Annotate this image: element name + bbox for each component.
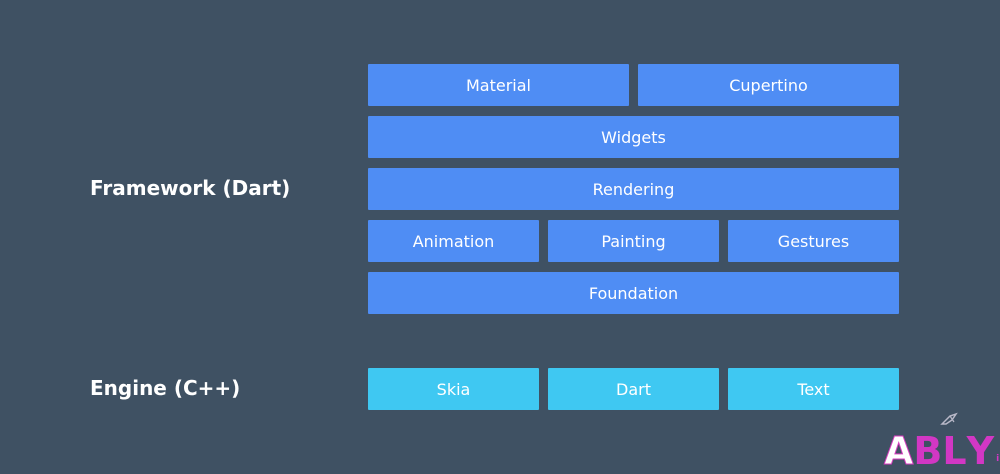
layer-cupertino: Cupertino: [638, 64, 899, 106]
logo-letter-l: L: [942, 429, 967, 473]
layer-foundation: Foundation: [368, 272, 899, 314]
engine-label: Engine (C++): [90, 376, 241, 400]
engine-text: Text: [728, 368, 899, 410]
ably-logo: A B L Y in: [883, 424, 1000, 473]
logo-letter-y: Y: [966, 429, 995, 473]
layer-gestures: Gestures: [728, 220, 899, 262]
logo-suffix: in: [996, 454, 1000, 464]
logo-letter-b: B: [913, 429, 943, 473]
layer-widgets: Widgets: [368, 116, 899, 158]
bird-icon: [940, 412, 958, 425]
layer-rendering: Rendering: [368, 168, 899, 210]
layer-painting: Painting: [548, 220, 719, 262]
layer-animation: Animation: [368, 220, 539, 262]
layer-material: Material: [368, 64, 629, 106]
engine-skia: Skia: [368, 368, 539, 410]
framework-label: Framework (Dart): [90, 176, 291, 200]
engine-dart: Dart: [548, 368, 719, 410]
logo-letter-a: A: [883, 429, 914, 473]
